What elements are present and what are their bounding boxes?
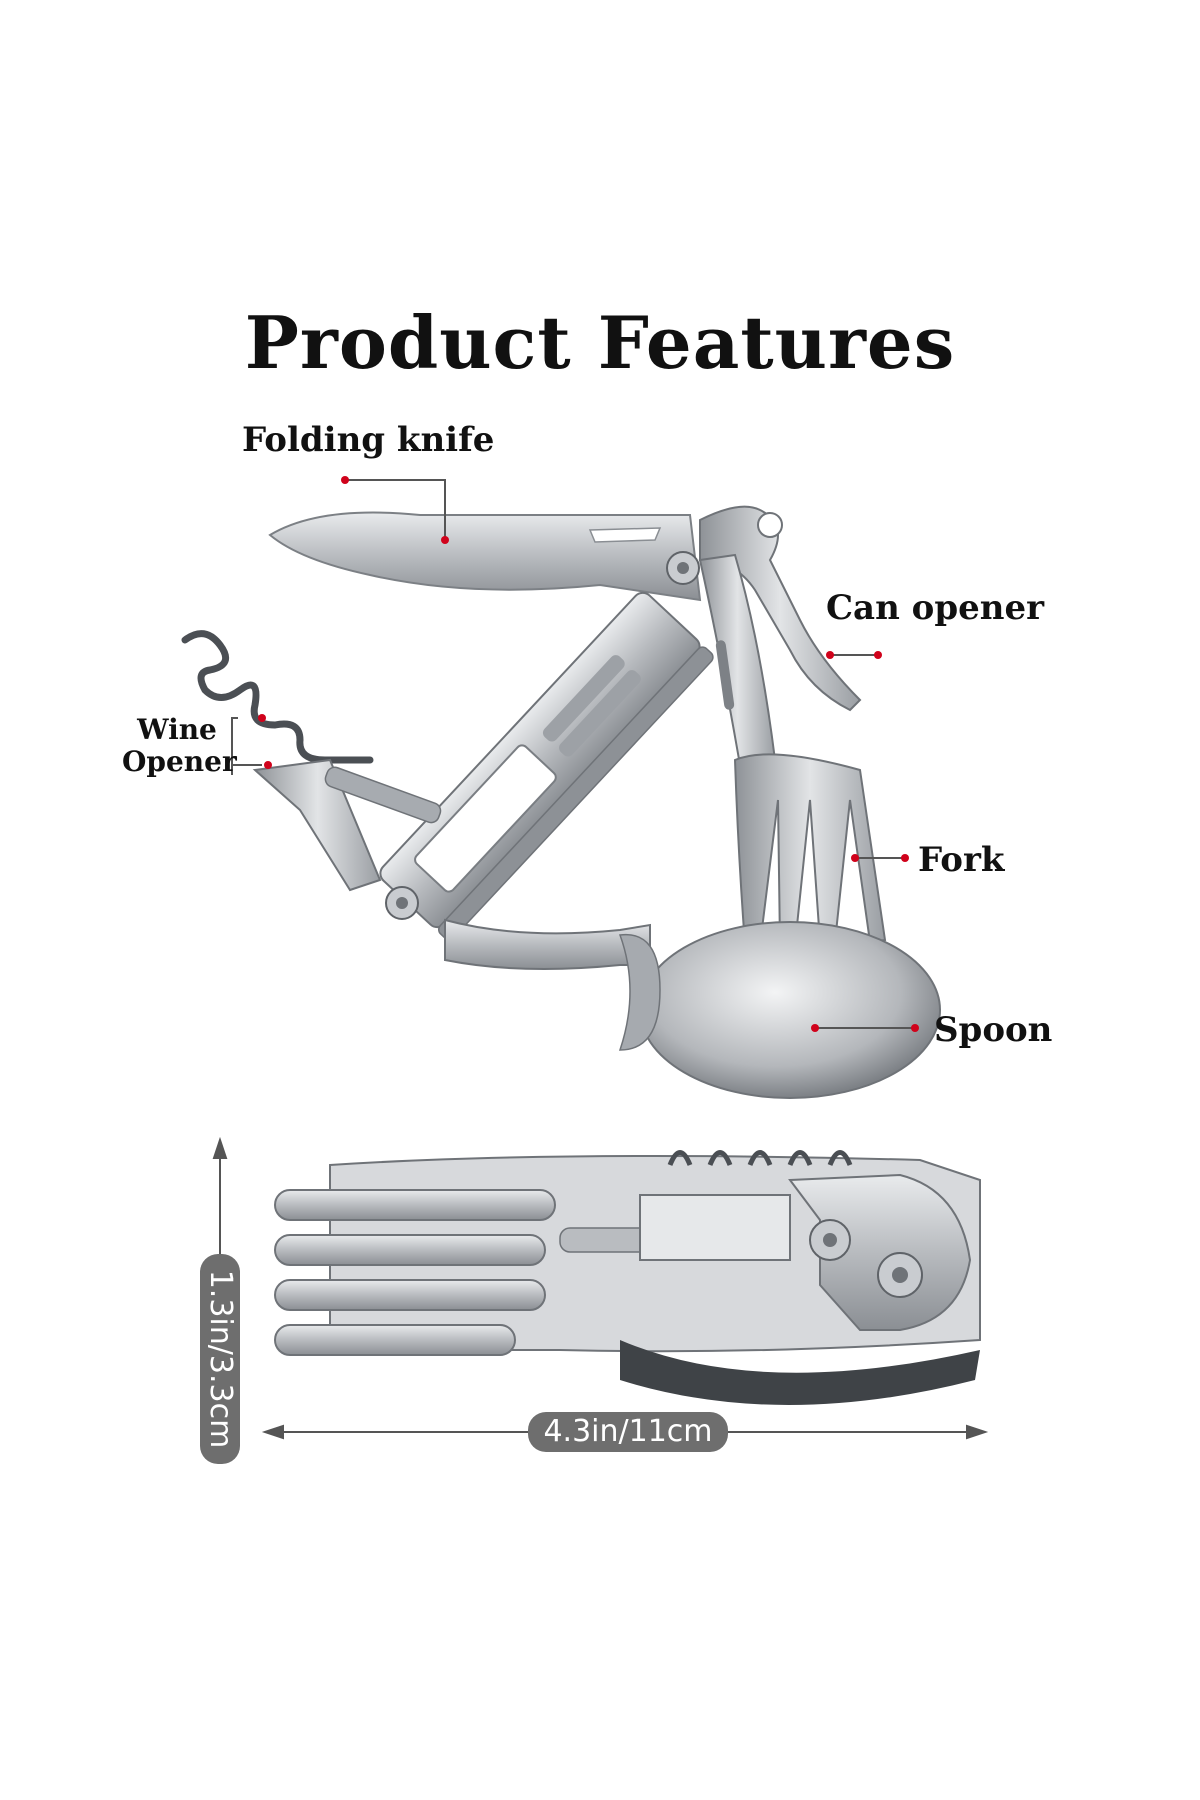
- label-can-opener: Can opener: [826, 588, 1044, 628]
- label-folding-knife: Folding knife: [242, 420, 495, 460]
- label-fork: Fork: [918, 840, 1005, 880]
- callout-lines: [231, 479, 915, 1029]
- label-wine-opener: Wine Opener: [122, 713, 237, 778]
- page-title: Product Features: [244, 300, 956, 385]
- callout-dots: [258, 476, 919, 1032]
- height-dimension-badge: 1.3in/3.3cm: [200, 1254, 240, 1464]
- fork-tool: [698, 553, 887, 946]
- label-spoon: Spoon: [934, 1010, 1053, 1050]
- can-opener: [699, 505, 862, 712]
- height-dimension-text: 1.3in/3.3cm: [203, 1269, 238, 1449]
- label-wine-opener-line1: Wine: [137, 713, 217, 746]
- corkscrew: [181, 630, 374, 764]
- wine-opener-arm: [252, 758, 382, 892]
- label-wine-opener-line2: Opener: [122, 745, 237, 778]
- spoon-tool: [444, 918, 941, 1099]
- closed-multitool: [274, 1150, 981, 1405]
- folding-knife-blade: [268, 511, 702, 602]
- width-dimension-badge: 4.3in/11cm: [528, 1412, 728, 1452]
- multitool-handle: [379, 591, 714, 941]
